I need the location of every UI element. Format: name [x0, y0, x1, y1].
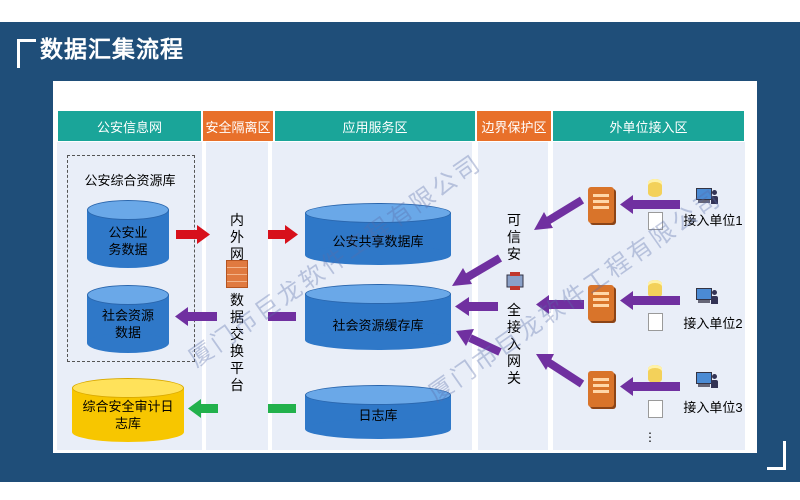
unit1-db-icon	[648, 179, 662, 197]
audit-log-db-label: 综合安全审计日志库	[82, 399, 174, 431]
log-db: 日志库	[305, 385, 451, 441]
arrow-exchange-to-shared-db	[268, 225, 298, 244]
arrow-unit3-to-gateway	[536, 354, 585, 388]
page-title: 数据汇集流程	[40, 36, 184, 62]
exchange-bottom-label: 数据交换平台	[230, 292, 244, 393]
cache-db: 社会资源缓存库	[305, 284, 451, 352]
more-units-ellipsis: ⋮	[644, 430, 656, 444]
shared-db: 公安共享数据库	[305, 203, 451, 267]
arrow-unit1-to-gateway	[534, 196, 585, 230]
header-isolation-zone: 安全隔离区	[202, 110, 274, 142]
gateway-router-icon	[506, 272, 524, 290]
arrow-gateway-to-cache-lower	[456, 329, 502, 356]
log-db-label: 日志库	[358, 408, 398, 423]
arrow-unit3-to-server	[620, 377, 680, 396]
audit-log-db: 综合安全审计日志库	[72, 378, 184, 444]
arrow-unit2-to-server	[620, 291, 680, 310]
unit2-label: 接入单位2	[683, 316, 743, 331]
cache-db-label: 社会资源缓存库	[332, 318, 424, 333]
shared-db-label: 公安共享数据库	[332, 234, 424, 249]
unit3-db-icon	[648, 365, 662, 383]
unit1-server-icon	[588, 187, 614, 223]
header-external-zone: 外单位接入区	[552, 110, 745, 142]
social-data-db: 社会资源数据	[87, 285, 169, 355]
header-public-security-net: 公安信息网	[57, 110, 202, 142]
unit2-computer-icon	[696, 288, 718, 306]
unit2-db-icon	[648, 280, 662, 298]
unit2-server-icon	[588, 285, 614, 321]
arrow-gateway-to-cache-middle	[455, 297, 498, 316]
unit1-label: 接入单位1	[683, 213, 743, 228]
business-data-db-label: 公安业务数据	[108, 225, 148, 257]
business-data-db: 公安业务数据	[87, 200, 169, 270]
header-boundary-zone: 边界保护区	[476, 110, 552, 142]
social-data-db-label: 社会资源数据	[101, 308, 154, 340]
arrow-business-to-exchange	[176, 225, 210, 244]
unit3-server-icon	[588, 371, 614, 407]
firewall-icon	[226, 260, 248, 288]
unit3-computer-icon	[696, 372, 718, 390]
arrow-exchange-to-audit-db	[188, 399, 218, 418]
gateway-top-label: 可信安	[507, 212, 521, 262]
unit1-document-icon	[648, 212, 663, 230]
corner-bracket-bottom-right	[767, 441, 786, 470]
gateway-bottom-label: 全接入网关	[507, 302, 521, 386]
unit1-computer-icon	[696, 188, 718, 206]
unit2-document-icon	[648, 313, 663, 331]
arrow-unit1-to-server	[620, 195, 680, 214]
arrow-log-to-exchange	[268, 404, 296, 413]
header-application-zone: 应用服务区	[274, 110, 476, 142]
resource-pool-group	[67, 155, 195, 362]
arrow-gateway-to-cache-upper	[452, 254, 503, 286]
corner-bracket-top-left	[17, 39, 36, 68]
resource-pool-title: 公安综合资源库	[84, 173, 176, 188]
arrow-exchange-to-social-db	[175, 307, 217, 326]
arrow-unit2-to-gateway	[536, 295, 584, 314]
unit3-label: 接入单位3	[683, 400, 743, 415]
unit3-document-icon	[648, 400, 663, 418]
exchange-top-label: 内外网	[230, 212, 244, 262]
arrow-cache-to-exchange	[268, 312, 296, 321]
